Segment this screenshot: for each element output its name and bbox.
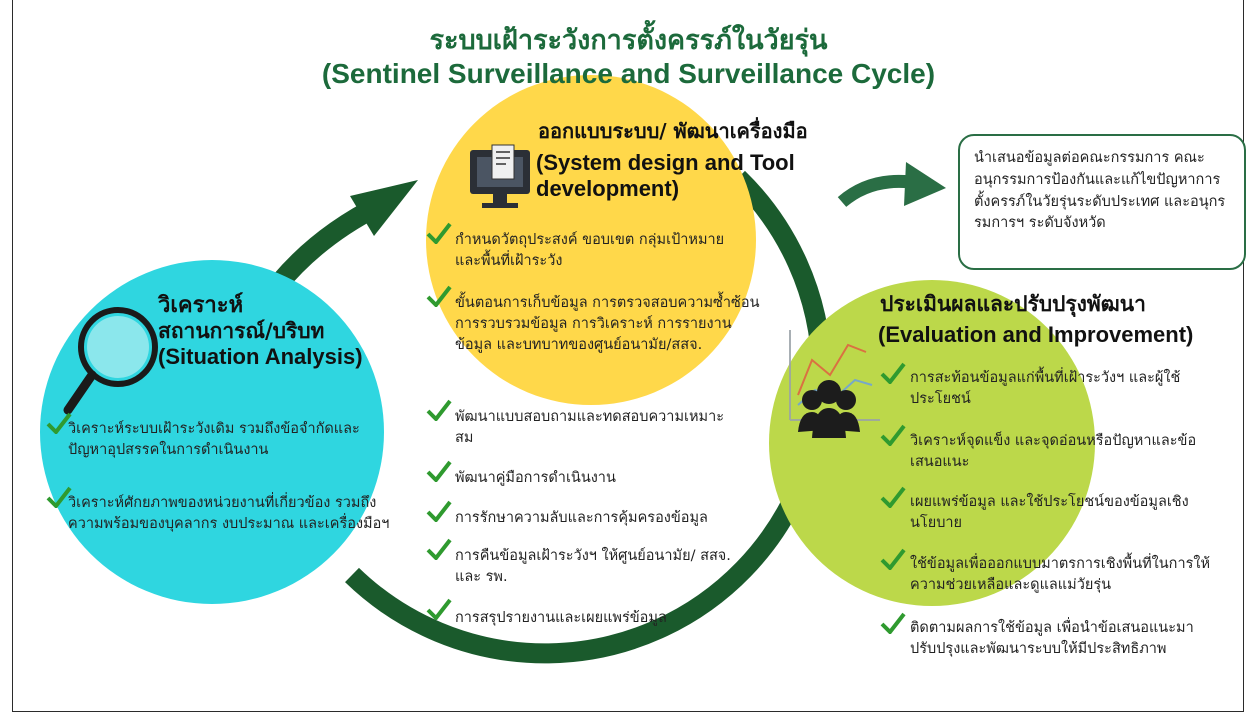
check-icon: [426, 285, 452, 307]
situation-item-1: วิเคราะห์ระบบเฝ้าระวังเดิม รวมถึงข้อจำกั…: [68, 421, 360, 459]
design-item-6: การคืนข้อมูลเฝ้าระวังฯ ให้ศูนย์อนามัย/ ส…: [455, 548, 731, 586]
title-thai: ระบบเฝ้าระวังการตั้งครรภ์ในวัยรุ่น: [429, 25, 828, 56]
magnifier-icon: [63, 307, 158, 415]
evaluation-item-5: ติดตามผลการใช้ข้อมูล เพื่อนำข้อเสนอแนะมา…: [910, 620, 1194, 658]
design-item-7: การสรุปรายงานและเผยแพร่ข้อมูล: [455, 610, 667, 626]
evaluation-item-4: ใช้ข้อมูลเพื่อออกแบบมาตรการเชิงพื้นที่ใน…: [910, 556, 1211, 594]
check-icon: [880, 362, 906, 384]
design-item-5: การรักษาความลับและการคุ้มครองข้อมูล: [455, 510, 708, 526]
situation-heading-th-2: สถานการณ์/บริบท: [158, 318, 325, 343]
title-english: (Sentinel Surveillance and Surveillance …: [321, 58, 936, 89]
evaluation-heading-en: (Evaluation and Improvement): [878, 322, 1194, 347]
situation-heading-th-1: วิเคราะห์: [158, 293, 244, 318]
note-arrow-shaft: [837, 174, 911, 208]
note-box: นำเสนอข้อมูลต่อคณะกรรมการ คณะอนุกรรมการป…: [958, 134, 1246, 270]
design-heading-en: (System design and Tool development): [536, 150, 795, 202]
check-icon: [880, 424, 906, 446]
situation-heading-en: (Situation Analysis): [158, 343, 363, 369]
check-icon: [426, 399, 452, 421]
design-item-4: พัฒนาคู่มือการดำเนินงาน: [455, 470, 616, 486]
cycle-arrowhead: [350, 180, 418, 236]
situation-heading: วิเคราะห์ สถานการณ์/บริบท (Situation Ana…: [158, 293, 363, 370]
check-icon: [880, 486, 906, 508]
situation-item-2: วิเคราะห์ศักยภาพของหน่วยงานที่เกี่ยวข้อง…: [68, 495, 390, 533]
evaluation-item-3: เผยแพร่ข้อมูล และใช้ประโยชน์ของข้อมูลเชิ…: [910, 494, 1189, 532]
people-icon: [798, 380, 860, 438]
check-icon: [426, 222, 452, 244]
check-icon: [426, 598, 452, 620]
diagram-frame: [12, 0, 1244, 712]
check-icon: [426, 460, 452, 482]
note-arrowhead: [904, 162, 946, 206]
cycle-arc-bottom: [345, 170, 832, 664]
evaluation-circle: [769, 280, 1095, 606]
check-icon: [880, 548, 906, 570]
design-heading-th: ออกแบบระบบ/ พัฒนาเครื่องมือ: [538, 119, 808, 143]
evaluation-heading-th: ประเมินผลและปรับปรุงพัฒนา: [880, 292, 1146, 316]
design-heading-en-2: development): [536, 175, 680, 201]
design-item-1: กำหนดวัตถุประสงค์ ขอบเขต กลุ่มเป้าหมาย แ…: [455, 232, 725, 270]
check-icon: [46, 486, 72, 508]
check-icon: [426, 538, 452, 560]
check-icon: [426, 500, 452, 522]
check-icon: [880, 612, 906, 634]
computer-icon: [470, 144, 530, 208]
design-item-3: พัฒนาแบบสอบถามและทดสอบความเหมาะสม: [455, 409, 725, 447]
evaluation-item-2: วิเคราะห์จุดแข็ง และจุดอ่อนหรือปัญหาและข…: [910, 433, 1197, 471]
check-icon: [46, 412, 72, 434]
design-heading-en-1: (System design and Tool: [536, 150, 795, 175]
evaluation-item-1: การสะท้อนข้อมูลแก่พื้นที่เฝ้าระวังฯ และผ…: [910, 370, 1181, 408]
design-item-2: ขั้นตอนการเก็บข้อมูล การตรวจสอบความซ้ำซ้…: [455, 295, 760, 354]
